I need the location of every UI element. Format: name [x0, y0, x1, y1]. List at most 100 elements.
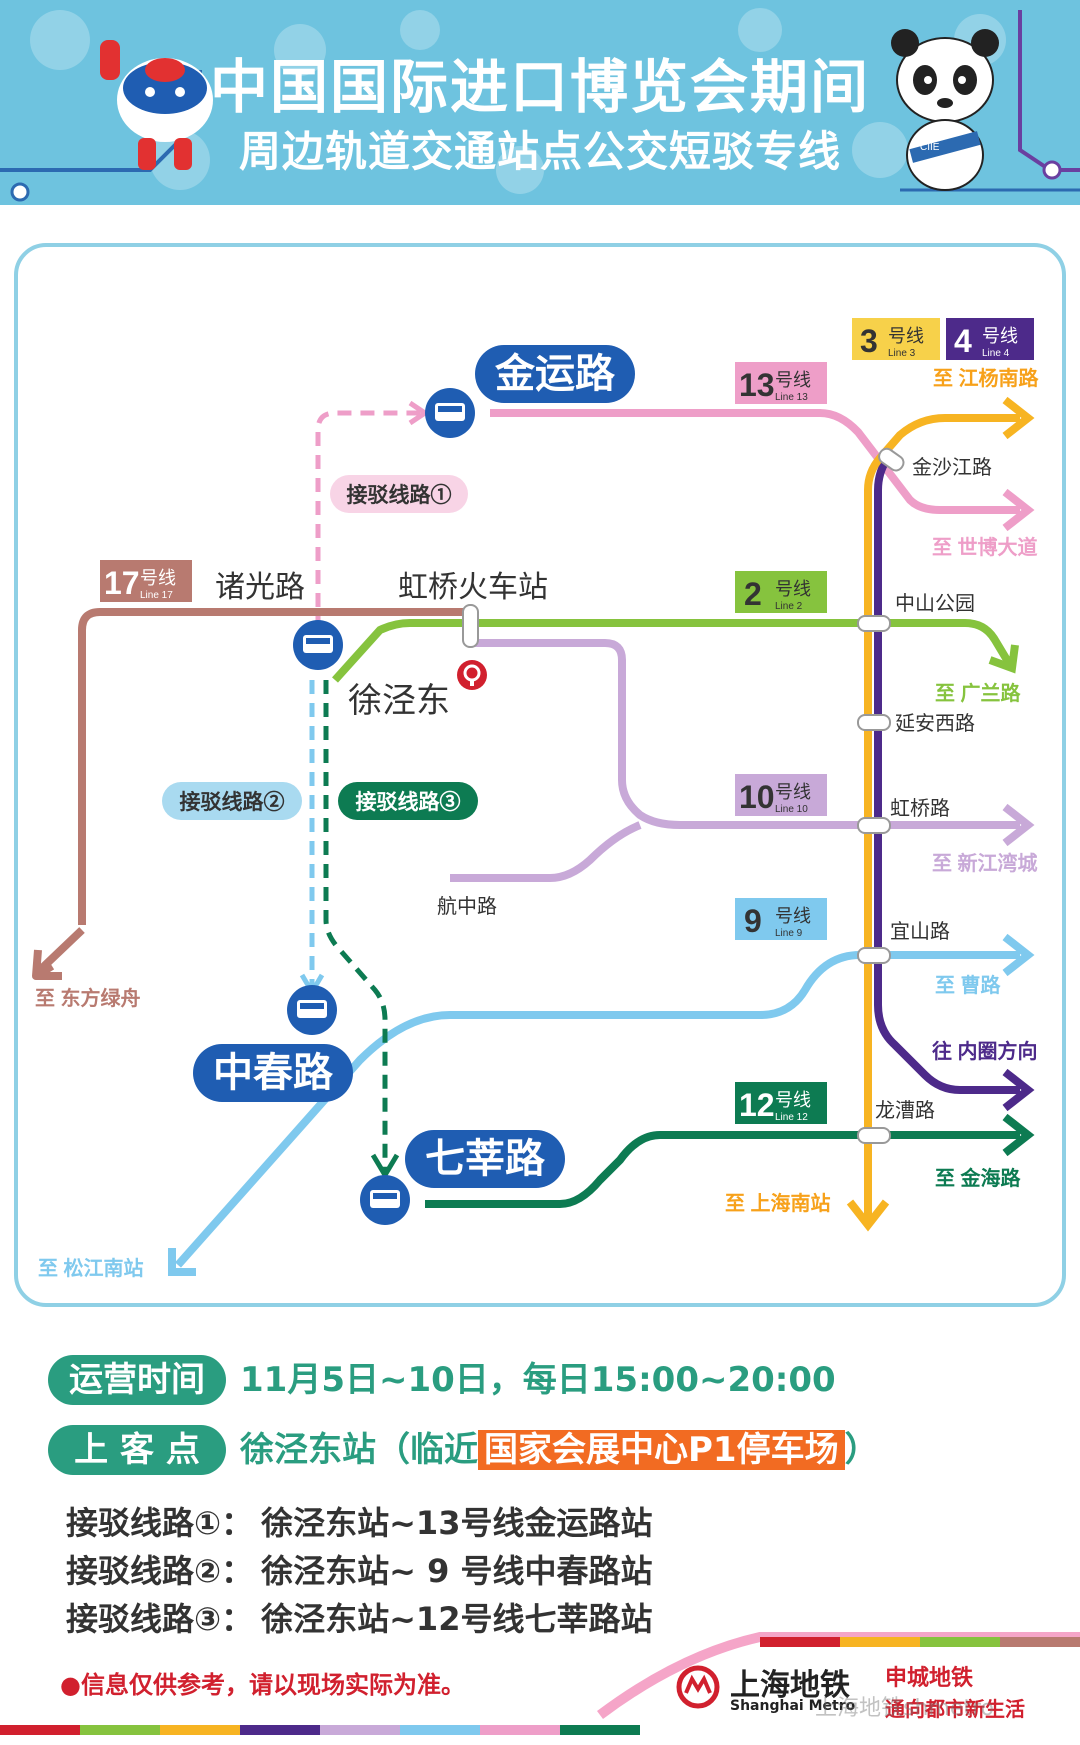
svg-text:Line 3: Line 3: [888, 348, 916, 359]
svg-text:4: 4: [954, 323, 972, 359]
route-1-name: 接驳线路①：: [66, 1504, 254, 1542]
svg-text:10: 10: [739, 779, 775, 815]
hours-value: 11月5日~10日，每日15:00~20:00: [240, 1360, 836, 1400]
shanghai-metro-logo-icon: [676, 1665, 720, 1709]
svg-text:号线: 号线: [140, 568, 176, 588]
badge-line-3: 3 号线 Line 3: [852, 318, 940, 360]
station-xujingdong: 徐泾东: [348, 682, 450, 720]
station-jinyun-label: 金运路: [475, 345, 635, 403]
shuttle-label-1: 接驳线路①: [330, 475, 468, 513]
svg-text:中春路: 中春路: [213, 1051, 334, 1095]
slogan-line-2: 通向都市新生活: [885, 1697, 1025, 1721]
svg-text:接驳线路②: 接驳线路②: [180, 790, 285, 814]
badge-line-12: 12 号线 Line 12: [735, 1082, 827, 1124]
shuttle-label-2: 接驳线路②: [162, 782, 302, 820]
line-12: [425, 1113, 1035, 1208]
header-subtitle: 周边轨道交通站点公交短驳专线: [238, 127, 841, 176]
transfer-nodes: [462, 447, 905, 1144]
line-17: [32, 608, 470, 980]
svg-text:17: 17: [104, 565, 140, 601]
svg-text:Line 12: Line 12: [775, 1112, 808, 1123]
badge-line-9: 9 号线 Line 9: [735, 898, 827, 940]
dest-line-2: 至 广兰路: [935, 681, 1022, 705]
dest-line-9-east: 至 曹路: [935, 973, 1002, 997]
station-hangzhong: 航中路: [437, 895, 497, 918]
svg-text:Line 10: Line 10: [775, 804, 808, 815]
node-jinshajiang: [878, 447, 905, 472]
svg-text:号线: 号线: [982, 326, 1018, 346]
footer-stripes: [0, 1632, 1080, 1735]
logo-en: Shanghai Metro: [730, 1698, 856, 1714]
svg-text:Line 4: Line 4: [982, 348, 1010, 359]
pickup-value: 徐泾东站（临近国家会展中心P1停车场）: [240, 1425, 879, 1475]
mascot-panda-icon: CIIE: [891, 29, 999, 191]
station-yanan-west: 延安西路: [895, 712, 975, 735]
route-3-value: 徐泾东站~12号线七莘路站: [261, 1600, 653, 1638]
header-banner: CIIE 中国国际进口博览会期间 周边轨道交通站点公交短驳专线: [0, 0, 1080, 205]
svg-text:3: 3: [860, 323, 878, 359]
badge-line-4: 4 号线 Line 4: [946, 318, 1034, 360]
badge-line-17: 17 号线 Line 17: [100, 560, 192, 602]
dest-line-4: 往 内圈方向: [932, 1039, 1038, 1063]
station-qixin-label: 七莘路: [405, 1130, 565, 1188]
watermark: 上海地铁shmetro: [815, 1696, 995, 1721]
route-3-name: 接驳线路③：: [66, 1600, 254, 1638]
line-2: [332, 619, 1019, 683]
svg-text:金运路: 金运路: [494, 351, 616, 396]
svg-text:七莘路: 七莘路: [425, 1137, 546, 1181]
station-hongqiao-rail: 虹桥火车站: [398, 571, 548, 604]
badge-line-2: 2 号线 Line 2: [735, 571, 827, 613]
mascot-robot-icon: [100, 40, 213, 170]
svg-text:13: 13: [739, 367, 775, 403]
svg-text:号线: 号线: [775, 579, 811, 599]
station-longcao: 龙漕路: [875, 1099, 935, 1122]
bus-stop-qixin-icon: [360, 1175, 410, 1225]
route-line-3: 接驳线路③：徐泾东站~12号线七莘路站: [66, 1594, 652, 1640]
svg-text:接驳线路③: 接驳线路③: [356, 790, 461, 814]
shuttle-label-3: 接驳线路③: [338, 782, 478, 820]
line-4: [874, 452, 1035, 1112]
line-10: [450, 639, 1035, 882]
line-9: [168, 933, 1035, 1276]
station-zhuguang: 诸光路: [215, 571, 305, 604]
route-line-1: 接驳线路①：徐泾东站~13号线金运路站: [66, 1498, 652, 1544]
panda-badge: CIIE: [920, 142, 940, 153]
bus-stop-jinyun-icon: [425, 388, 475, 438]
station-hongqiao-rd: 虹桥路: [890, 797, 950, 820]
node-yanan-west: [857, 714, 891, 731]
badge-line-10: 10 号线 Line 10: [735, 774, 827, 816]
dest-line-10: 至 新江湾城: [932, 851, 1038, 875]
svg-text:Line 13: Line 13: [775, 392, 808, 403]
shuttle-route-3: [323, 680, 388, 1170]
line-3: [846, 396, 1035, 1232]
svg-text:号线: 号线: [775, 1090, 811, 1110]
svg-text:号线: 号线: [775, 782, 811, 802]
shuttle-route-1: [315, 410, 420, 630]
svg-text:2: 2: [744, 576, 762, 612]
node-longcao: [857, 1127, 891, 1144]
dest-line-9-west: 至 松江南站: [38, 1256, 144, 1280]
station-jinshajiang: 金沙江路: [912, 456, 992, 479]
dest-line-13: 至 世博大道: [932, 535, 1038, 559]
svg-text:号线: 号线: [888, 326, 924, 346]
route-1-value: 徐泾东站~13号线金运路站: [261, 1504, 653, 1542]
pickup-suffix: ）: [844, 1430, 879, 1470]
bus-stop-xujingdong-icon: [293, 620, 343, 670]
route-2-value: 徐泾东站~ 9 号线中春路站: [261, 1552, 653, 1590]
railway-icon: [457, 660, 487, 690]
route-2-name: 接驳线路②：: [66, 1552, 254, 1590]
station-zhongchun-label: 中春路: [193, 1044, 353, 1102]
node-zhongshan-park: [857, 615, 891, 632]
pickup-highlight: 国家会展中心P1停车场: [478, 1430, 845, 1470]
route-line-2: 接驳线路②：徐泾东站~ 9 号线中春路站: [66, 1546, 652, 1592]
station-zhongshan-park: 中山公园: [895, 592, 975, 615]
badge-line-13: 13 号线 Line 13: [735, 362, 827, 404]
header-title: 中国国际进口博览会期间: [209, 53, 870, 121]
dest-line-12: 至 金海路: [935, 1166, 1022, 1190]
logo-cn: 上海地铁: [730, 1668, 850, 1703]
dest-line-17: 至 东方绿舟: [35, 986, 141, 1010]
svg-text:接驳线路①: 接驳线路①: [347, 483, 452, 507]
node-yishan: [857, 947, 891, 964]
node-hongqiao-rail: [462, 604, 479, 648]
transit-map: 金运路 中春路 七莘路 接驳线路① 接驳线路② 接驳线路③ 诸光路 虹桥火车站 …: [14, 243, 1066, 1307]
